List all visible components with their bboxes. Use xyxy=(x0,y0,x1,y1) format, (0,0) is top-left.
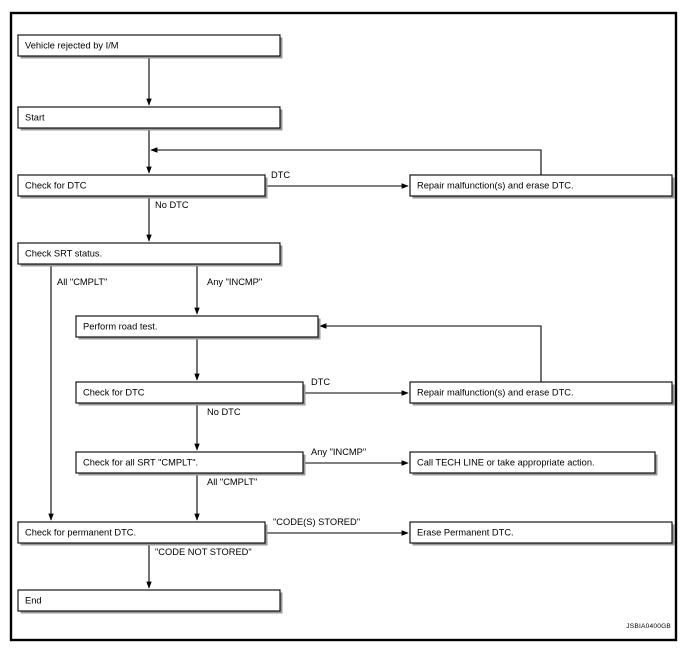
edge-label-dtc-2: DTC xyxy=(311,377,330,387)
edge-label-any-incmp-2: Any "INCMP" xyxy=(311,447,366,457)
box-label: Erase Permanent DTC. xyxy=(417,527,514,537)
box-check-dtc-2: Check for DTC xyxy=(75,381,306,406)
edge-label-any-incmp-1: Any "INCMP" xyxy=(207,277,262,287)
box-label: Start xyxy=(25,112,45,122)
figure-code: JSBIA0400GB xyxy=(626,623,671,630)
box-label: Check for permanent DTC. xyxy=(25,527,136,537)
box-label: Check for all SRT "CMPLT". xyxy=(83,457,198,467)
edge-label-all-cmplt-2: All "CMPLT" xyxy=(207,477,257,487)
edge-label-codes-stored: "CODE(S) STORED" xyxy=(273,517,360,527)
box-perform-road-test: Perform road test. xyxy=(75,315,321,340)
box-label: Repair malfunction(s) and erase DTC. xyxy=(417,387,574,397)
box-check-dtc-1: Check for DTC xyxy=(17,174,268,199)
connector-repair-1-feedback xyxy=(150,147,542,175)
box-outline xyxy=(409,381,673,404)
box-label: Perform road test. xyxy=(83,321,157,331)
box-erase-permanent-dtc: Erase Permanent DTC. xyxy=(409,521,675,546)
connector-repair-2-feedback xyxy=(319,323,542,382)
box-label: Repair malfunction(s) and erase DTC. xyxy=(417,180,574,190)
connector-layer xyxy=(48,56,542,589)
box-repair-1: Repair malfunction(s) and erase DTC. xyxy=(409,174,675,199)
edge-label-all-cmplt-1: All "CMPLT" xyxy=(57,277,107,287)
box-repair-2: Repair malfunction(s) and erase DTC. xyxy=(409,381,675,406)
box-check-srt-status: Check SRT status. xyxy=(17,242,283,267)
box-label: Check for DTC xyxy=(83,387,145,397)
box-outline xyxy=(17,521,266,544)
box-outline xyxy=(17,242,281,265)
box-outline xyxy=(75,315,319,338)
box-call-tech-line: Call TECH LINE or take appropriate actio… xyxy=(409,451,658,476)
box-vehicle-rejected: Vehicle rejected by I/M xyxy=(17,34,283,59)
box-outline xyxy=(17,106,281,129)
box-label: Call TECH LINE or take appropriate actio… xyxy=(417,457,595,467)
edge-label-no-dtc-2: No DTC xyxy=(207,407,241,417)
box-end: End xyxy=(17,589,283,614)
box-label: End xyxy=(25,595,42,605)
box-label: Check for DTC xyxy=(25,180,87,190)
box-outline xyxy=(17,174,266,197)
edge-label-code-not-stored: "CODE NOT STORED" xyxy=(155,547,252,557)
box-outline xyxy=(409,451,656,474)
box-outline xyxy=(17,589,281,612)
box-check-all-srt-cmplt: Check for all SRT "CMPLT". xyxy=(75,451,306,476)
box-label: Vehicle rejected by I/M xyxy=(25,40,119,50)
edge-label-no-dtc-1: No DTC xyxy=(155,200,189,210)
box-label: Check SRT status. xyxy=(25,248,102,258)
box-outline xyxy=(75,451,304,474)
figure-border xyxy=(9,11,678,642)
box-outline xyxy=(409,521,673,544)
edge-label-layer: DTC No DTC All "CMPLT" Any "INCMP" DTC No DTC… xyxy=(57,170,366,557)
box-outline xyxy=(409,174,673,197)
box-outline xyxy=(17,34,281,57)
box-check-permanent-dtc: Check for permanent DTC. xyxy=(17,521,268,546)
edge-label-dtc-1: DTC xyxy=(271,170,290,180)
box-start: Start xyxy=(17,106,283,131)
box-outline xyxy=(75,381,304,404)
